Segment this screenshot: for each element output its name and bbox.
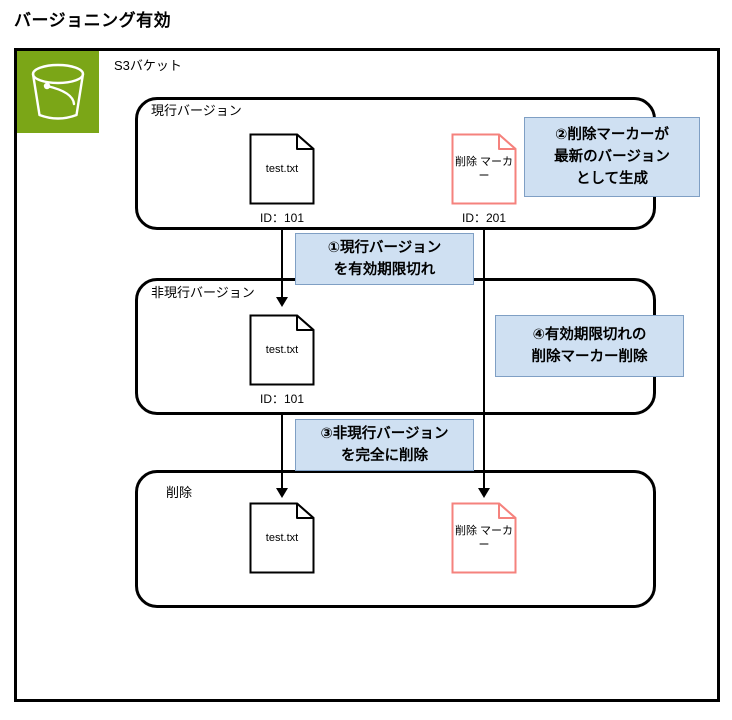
document-icon-test-txt-deleted: test.txt: [249, 502, 315, 574]
document-icon-test-txt-current: test.txt: [249, 133, 315, 205]
group-deleted: [135, 470, 656, 608]
connector-marker-to-deleted: [483, 227, 485, 490]
version-id-noncurrent-file: ID：101: [259, 392, 305, 406]
callout-step-3: ③非現行バージョン を完全に削除: [295, 419, 474, 471]
group-current-version-label: 現行バージョン: [148, 102, 245, 120]
arrowhead-current-to-noncurrent: [276, 297, 288, 307]
connector-current-to-noncurrent: [281, 227, 283, 299]
group-deleted-label: 削除: [163, 484, 196, 502]
document-icon-test-txt-noncurrent: test.txt: [249, 314, 315, 386]
version-id-current-marker: ID：201: [461, 211, 507, 225]
document-icon-delete-marker-current: 削除 マーカー: [451, 133, 517, 205]
callout-step-2: ②削除マーカーが 最新のバージョン として生成: [524, 117, 700, 197]
document-icon-delete-marker-deleted: 削除 マーカー: [451, 502, 517, 574]
group-noncurrent-version-label: 非現行バージョン: [148, 284, 258, 302]
s3-bucket-icon: [17, 51, 99, 133]
callout-step-4: ④有効期限切れの 削除マーカー削除: [495, 315, 684, 377]
arrowhead-noncurrent-to-deleted: [276, 488, 288, 498]
version-id-current-file: ID：101: [259, 211, 305, 225]
connector-noncurrent-to-deleted: [281, 412, 283, 490]
s3-bucket-label: S3バケット: [114, 58, 182, 73]
page-title: バージョニング有効: [14, 11, 172, 30]
arrowhead-marker-to-deleted: [478, 488, 490, 498]
callout-step-1: ①現行バージョン を有効期限切れ: [295, 233, 474, 285]
